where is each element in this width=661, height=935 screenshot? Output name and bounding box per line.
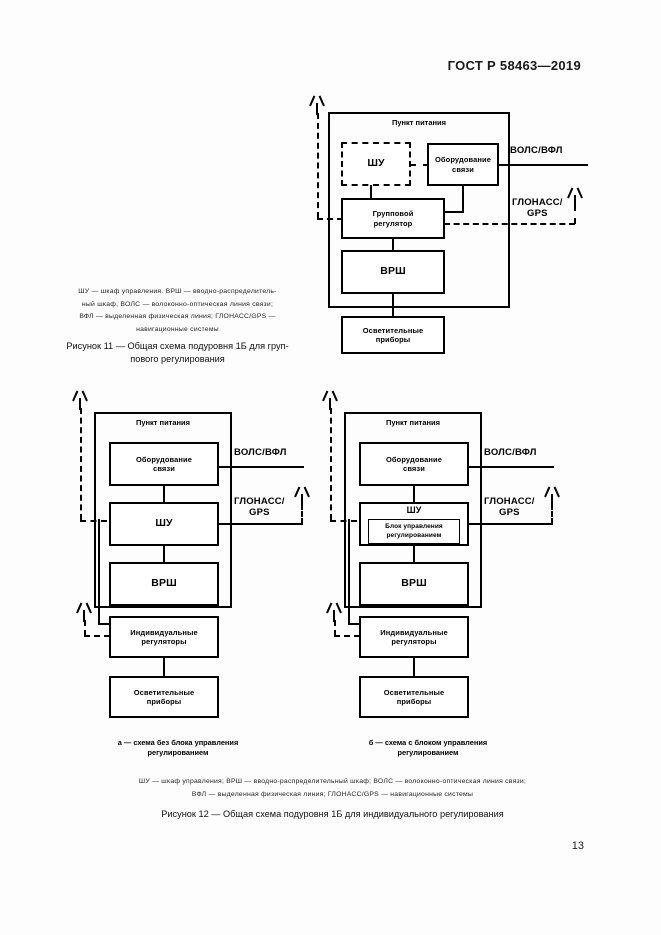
power-point-enclosure: Пункт питания bbox=[328, 112, 510, 308]
figure-12b-diagram: Пункт питания Оборудование связи ШУ Блок… bbox=[312, 390, 572, 735]
dashed-link-gnss-vertical-a bbox=[301, 504, 303, 524]
box-group-regulator: Групповой регулятор bbox=[341, 198, 445, 239]
box-individual-regulators-b: Индивидуальные регуляторы bbox=[359, 616, 469, 658]
box-shu: ШУ bbox=[341, 142, 411, 186]
antenna-icon-gnss-top-a bbox=[71, 390, 89, 410]
bus-vertical-a bbox=[98, 519, 100, 625]
box-communication-equipment: Оборудование связи bbox=[427, 143, 499, 186]
box-communication-equipment-b: Оборудование связи bbox=[359, 442, 469, 486]
antenna-icon-gnss-right bbox=[566, 187, 584, 207]
link-comm-down bbox=[462, 185, 464, 212]
link-comm-shu-a bbox=[163, 485, 165, 503]
label-gnss-link: ГЛОНАСС/ GPS bbox=[512, 197, 563, 219]
dashed-link-gnss-vertical bbox=[574, 205, 576, 224]
box-individual-regulators-a: Индивидуальные регуляторы bbox=[109, 616, 219, 658]
dashed-link-antenna-vertical-a bbox=[80, 408, 82, 520]
link-fiber-line-a bbox=[218, 466, 304, 468]
antenna-icon-gnss-top-b bbox=[321, 390, 339, 410]
box-lighting-devices: Осветительные приборы bbox=[341, 316, 445, 354]
label-fiber-link-b: ВОЛС/ВФЛ bbox=[484, 447, 537, 458]
antenna-icon-individual-b bbox=[325, 602, 343, 622]
figure-11-legend: ШУ — шкаф управления. ВРШ — вводно-распр… bbox=[78, 288, 277, 333]
label-gnss-link-a: ГЛОНАСС/ GPS bbox=[234, 496, 285, 518]
link-group-regulator-vrsh bbox=[392, 238, 394, 251]
dashed-link-antenna-vertical-b bbox=[330, 408, 332, 520]
box-vrsh: ВРШ bbox=[341, 250, 445, 294]
antenna-icon-individual-a bbox=[75, 602, 93, 622]
dashed-link-shu-comm bbox=[410, 164, 429, 166]
dashed-link-individual-vertical-b bbox=[334, 620, 336, 636]
antenna-icon-gnss-right-a bbox=[293, 486, 311, 506]
link-individual-lighting-b bbox=[413, 657, 415, 677]
dashed-link-antenna-vertical bbox=[317, 113, 319, 218]
antenna-icon-gnss-top bbox=[308, 95, 326, 115]
link-individual-lighting-a bbox=[163, 657, 165, 677]
box-lighting-devices-a: Осветительные приборы bbox=[109, 676, 219, 718]
bus-vertical-b bbox=[348, 519, 350, 625]
dashed-link-antenna-horizontal-b bbox=[330, 520, 357, 522]
label-gnss-link-b: ГЛОНАСС/ GPS bbox=[484, 496, 535, 518]
link-gnss-horizontal-a bbox=[218, 523, 303, 525]
dashed-link-gnss-vertical-b bbox=[551, 504, 553, 524]
box-shu-a: ШУ bbox=[109, 502, 219, 546]
power-point-enclosure-a: Пункт питания bbox=[94, 412, 232, 608]
figure-11-caption: Рисунок 11 — Общая схема подуровня 1Б дл… bbox=[66, 341, 289, 365]
link-shu-group-regulator bbox=[370, 185, 372, 199]
link-vrsh-lighting bbox=[392, 293, 394, 317]
figure-12-legend: ШУ — шкаф управления; ВРШ — вводно-распр… bbox=[138, 778, 527, 798]
link-comm-shu-b bbox=[413, 485, 415, 503]
box-control-unit-b: Блок управления регулированием bbox=[368, 519, 460, 544]
antenna-icon-gnss-right-b bbox=[543, 486, 561, 506]
link-fiber-line bbox=[498, 164, 588, 166]
dashed-link-gnss-horizontal bbox=[444, 223, 575, 225]
link-gnss-horizontal-b bbox=[468, 523, 553, 525]
power-point-enclosure-b: Пункт питания bbox=[344, 412, 482, 608]
figure-12-caption: Рисунок 12 — Общая схема подуровня 1Б дл… bbox=[161, 809, 504, 819]
box-vrsh-b: ВРШ bbox=[359, 562, 469, 606]
box-lighting-devices-b: Осветительные приборы bbox=[359, 676, 469, 718]
page-number: 13 bbox=[571, 840, 584, 852]
dashed-link-individual-horizontal-a bbox=[84, 635, 110, 637]
page-header-standard-number: ГОСТ Р 58463—2019 bbox=[447, 58, 581, 73]
figure-11-diagram: Пункт питания ШУ Оборудование связи Груп… bbox=[300, 95, 590, 365]
dashed-link-antenna-horizontal bbox=[317, 218, 343, 220]
dashed-link-antenna-horizontal-a bbox=[80, 520, 107, 522]
figure-12a-subcaption: а — схема без блока управления регулиров… bbox=[117, 738, 239, 758]
label-fiber-link: ВОЛС/ВФЛ bbox=[510, 145, 563, 156]
dashed-link-individual-vertical-a bbox=[84, 620, 86, 636]
power-point-label: Пункт питания bbox=[391, 118, 447, 127]
figure-12b-subcaption: б — схема с блоком управления регулирова… bbox=[368, 738, 488, 758]
dashed-link-individual-horizontal-b bbox=[334, 635, 360, 637]
power-point-label-b: Пункт питания bbox=[385, 418, 441, 427]
power-point-label-a: Пункт питания bbox=[135, 418, 191, 427]
figure-12a-diagram: Пункт питания Оборудование связи ШУ ВРШ … bbox=[62, 390, 312, 735]
box-communication-equipment-a: Оборудование связи bbox=[109, 442, 219, 486]
link-shu-vrsh-b bbox=[413, 545, 415, 563]
box-shu-b: ШУ Блок управления регулированием bbox=[359, 502, 469, 546]
box-shu-label-b: ШУ bbox=[406, 505, 422, 515]
box-vrsh-a: ВРШ bbox=[109, 562, 219, 606]
link-fiber-line-b bbox=[468, 466, 554, 468]
link-comm-to-group-regulator bbox=[444, 211, 464, 213]
label-fiber-link-a: ВОЛС/ВФЛ bbox=[234, 447, 287, 458]
link-shu-vrsh-a bbox=[163, 545, 165, 563]
